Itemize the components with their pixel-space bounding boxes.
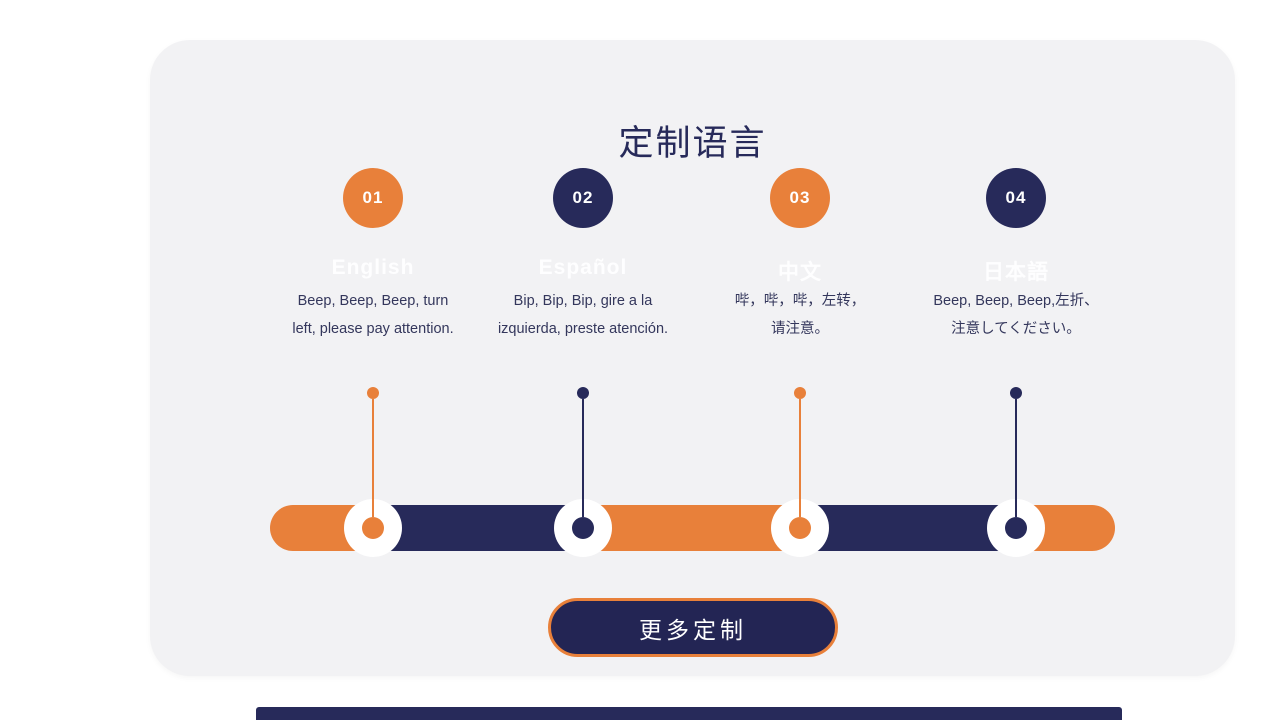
stem-dot bbox=[1010, 387, 1022, 399]
step-description-line1: Bip, Bip, Bip, gire a la bbox=[513, 293, 653, 309]
stem-line bbox=[799, 399, 801, 517]
step-description-line2: 注意してください。 bbox=[951, 320, 1081, 337]
step-description: Beep, Beep, Beep, turn left, please pay … bbox=[258, 288, 488, 343]
stem-line bbox=[1015, 399, 1017, 517]
language-step: 04 日本語 Beep, Beep, Beep,左折、 注意してください。 bbox=[911, 168, 1121, 558]
bottom-section-strip bbox=[256, 707, 1122, 720]
step-number-badge: 03 bbox=[770, 168, 830, 228]
step-number-badge: 02 bbox=[553, 168, 613, 228]
timeline-segment bbox=[368, 505, 583, 551]
more-customization-button[interactable]: 更多定制 bbox=[548, 598, 838, 657]
step-description: 哔，哔，哔，左转， 请注意。 bbox=[685, 288, 915, 343]
step-description-line2: 请注意。 bbox=[771, 320, 829, 337]
step-number: 01 bbox=[362, 188, 384, 207]
timeline-marker-dot bbox=[362, 517, 384, 539]
language-step: 03 中文 哔，哔，哔，左转， 请注意。 bbox=[695, 168, 905, 558]
step-description-line2: izquierda, preste atención. bbox=[497, 320, 669, 337]
step-description-line1: 哔，哔，哔，左转， bbox=[734, 293, 866, 309]
language-label: 日本語 bbox=[983, 261, 1049, 284]
step-description: Bip, Bip, Bip, gire a la izquierda, pres… bbox=[468, 288, 698, 343]
language-label: Español bbox=[538, 256, 628, 279]
language-label: English bbox=[331, 256, 415, 279]
language-step: 02 Español Bip, Bip, Bip, gire a la izqu… bbox=[478, 168, 688, 558]
step-description: Beep, Beep, Beep,左折、 注意してください。 bbox=[901, 288, 1131, 343]
step-description-line2: left, please pay attention. bbox=[292, 320, 454, 337]
timeline-segment bbox=[583, 505, 800, 551]
stem-dot bbox=[794, 387, 806, 399]
timeline-marker-dot bbox=[1005, 517, 1027, 539]
step-number: 02 bbox=[572, 188, 594, 207]
step-description-line1: Beep, Beep, Beep, turn bbox=[297, 293, 449, 309]
timeline-marker-dot bbox=[572, 517, 594, 539]
custom-language-panel: 定制语言 01 English Beep, Beep, Beep, turn l… bbox=[150, 40, 1235, 676]
language-step: 01 English Beep, Beep, Beep, turn left, … bbox=[268, 168, 478, 558]
stem-dot bbox=[367, 387, 379, 399]
language-label: 中文 bbox=[778, 261, 822, 284]
stem-dot bbox=[577, 387, 589, 399]
step-description-line1: Beep, Beep, Beep,左折、 bbox=[933, 293, 1099, 309]
step-number-badge: 04 bbox=[986, 168, 1046, 228]
stem-line bbox=[582, 399, 584, 517]
section-title: 定制语言 bbox=[618, 124, 767, 163]
timeline-marker-dot bbox=[789, 517, 811, 539]
step-number: 04 bbox=[1005, 188, 1027, 207]
step-number: 03 bbox=[789, 188, 811, 207]
step-number-badge: 01 bbox=[343, 168, 403, 228]
timeline-segment bbox=[800, 505, 1015, 551]
stem-line bbox=[372, 399, 374, 517]
